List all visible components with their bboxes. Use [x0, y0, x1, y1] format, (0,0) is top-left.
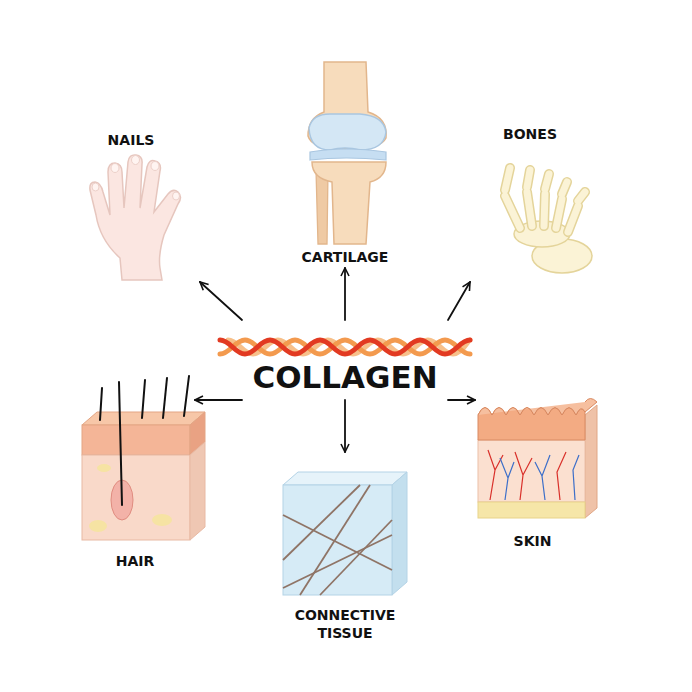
metatarsal-outline	[505, 168, 585, 232]
hand-shape	[90, 155, 181, 280]
cube-side	[392, 472, 407, 595]
fingernail	[132, 156, 140, 165]
collagen-title-box: COLLAGEN	[242, 320, 448, 400]
meniscus	[310, 149, 386, 160]
dermis	[82, 455, 190, 540]
nails-label-box: NAILS	[62, 128, 200, 282]
arrow-connector	[344, 400, 346, 452]
part-label: BONES	[503, 126, 557, 144]
hair-strands	[100, 376, 189, 505]
cartilage-cap	[309, 114, 386, 150]
knee-illustration	[308, 62, 386, 244]
rope-strand	[220, 340, 470, 354]
fingernail	[92, 183, 99, 191]
arrow-connector	[195, 399, 242, 401]
cartilage-label-box: CARTILAGE	[290, 60, 400, 268]
collagen-rope	[220, 340, 470, 354]
fat-layer	[478, 502, 585, 518]
hand-illustration	[90, 155, 181, 280]
hair-label-box: HAIR	[75, 400, 195, 572]
tibia	[312, 162, 386, 244]
fat-cell	[89, 520, 107, 532]
fat-cell	[152, 514, 172, 526]
skin-illustration	[478, 399, 597, 519]
connective-tissue-label-box: CONNECTIVE TISSUE	[270, 452, 420, 644]
arrow-connector	[448, 399, 475, 401]
metatarsal-fill	[505, 168, 585, 232]
skin-label-box: SKIN	[475, 400, 590, 552]
blood-vessels	[488, 450, 579, 500]
skin-top	[478, 399, 597, 416]
cube-front	[283, 485, 392, 595]
epidermis	[82, 425, 190, 455]
hair-skin-illustration	[82, 376, 205, 540]
skin-side	[585, 405, 597, 518]
fingernail	[111, 164, 119, 173]
fat-cell	[97, 464, 111, 472]
part-label: CARTILAGE	[302, 249, 389, 267]
cube-top	[283, 472, 407, 485]
foot-bones-illustration	[505, 168, 592, 273]
dermis	[478, 440, 585, 502]
collagen-fibers	[283, 485, 392, 595]
center-title: COLLAGEN	[252, 358, 437, 397]
arrow-connector	[200, 282, 242, 320]
fingernail	[173, 192, 180, 200]
arrow-connector	[448, 282, 470, 320]
block-side	[190, 442, 205, 540]
part-label: NAILS	[108, 132, 155, 150]
part-label: HAIR	[116, 553, 155, 571]
rope-strand	[220, 340, 470, 354]
fingernail	[151, 162, 159, 171]
arrow-connector	[344, 268, 346, 320]
part-label: SKIN	[514, 533, 552, 551]
connective-tissue-illustration	[283, 472, 407, 595]
bones-label-box: BONES	[470, 122, 590, 282]
part-label: CONNECTIVE TISSUE	[283, 607, 408, 642]
